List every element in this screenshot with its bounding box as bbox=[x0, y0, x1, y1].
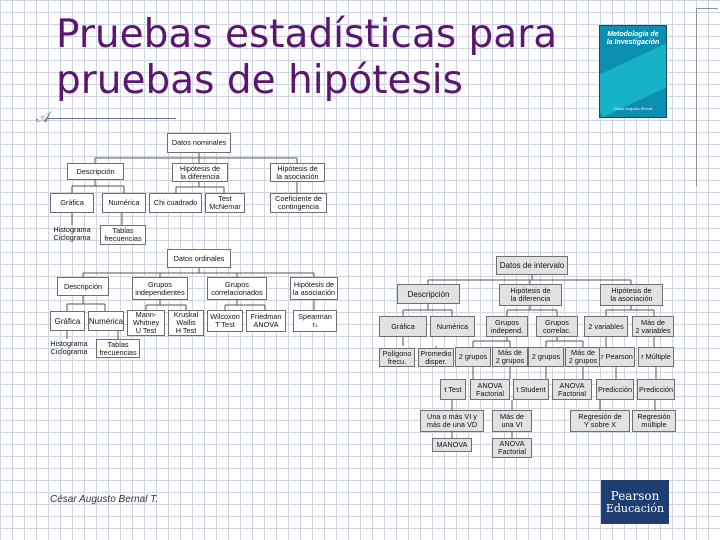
logo-line-2: Educación bbox=[605, 501, 665, 515]
node-vi-vd: Una o más VI y más de una VD bbox=[420, 410, 484, 432]
node-dos-grupos-b: 2 grupos bbox=[528, 347, 564, 367]
node-anova-factorial-c: ANOVA Factorial bbox=[492, 438, 532, 458]
node-friedman-anova: Friedman ANOVA bbox=[246, 310, 286, 332]
node-hipotesis-diferencia: Hipótesis de la diferencia bbox=[172, 163, 228, 182]
node-chi-cuadrado: Chi cuadrado bbox=[149, 193, 202, 213]
node-mas-grupos-b: Más de 2 grupos bbox=[565, 347, 601, 367]
title-line-2: pruebas de hipótesis bbox=[56, 58, 463, 103]
decorative-glyph: 𝒜 bbox=[36, 108, 51, 126]
node-descripcion: Descripción bbox=[67, 163, 124, 180]
node-mas-de-una-vi: Más de una VI bbox=[492, 410, 532, 432]
node-hipotesis-asociacion-ordinal: Hipótesis de la asociación bbox=[290, 277, 338, 300]
node-prediccion-a: Predicción bbox=[596, 379, 634, 400]
node-grafica-intervalo: Gráfica bbox=[379, 316, 427, 337]
node-descripcion-intervalo: Descripción bbox=[397, 284, 460, 304]
node-t-test: t Test bbox=[440, 379, 466, 400]
node-tablas-ordinal: Tablas frecuencias bbox=[96, 339, 140, 358]
node-anova-factorial-a: ANOVA Factorial bbox=[470, 379, 510, 400]
node-manova: MANOVA bbox=[432, 438, 472, 452]
right-border-tick bbox=[696, 8, 718, 9]
node-hipotesis-asociacion-intervalo: Hipótesis de la asociación bbox=[600, 284, 663, 306]
node-grupos-correlacionados: Grupos correlacionados bbox=[207, 277, 267, 300]
node-histograma-ordinal: Histograma Ciclograma bbox=[50, 339, 88, 356]
node-datos-intervalo: Datos de intervalo bbox=[496, 256, 568, 275]
node-grupos-indep-intervalo: Grupos independ. bbox=[486, 316, 528, 337]
node-kruskal-wallis: Kruskal Wallis H Test bbox=[168, 310, 204, 336]
book-author: César Augusto Bernal bbox=[613, 106, 653, 111]
node-datos-ordinales: Datos ordinales bbox=[167, 249, 231, 268]
node-numerica: Numérica bbox=[102, 193, 146, 213]
node-datos-nominales: Datos nominales bbox=[167, 133, 231, 153]
node-regresion-y-sobre-x: Regresión de Y sobre X bbox=[570, 410, 630, 432]
node-descripcion-ordinal: Descripción bbox=[57, 277, 109, 296]
node-promedio-dispersion: Promedio disper. bbox=[418, 348, 454, 367]
node-regresion-multiple: Regresión múltiple bbox=[632, 410, 676, 432]
logo-line-1: Pearson bbox=[610, 488, 660, 503]
book-title: Metodología de la Investigación bbox=[606, 31, 660, 46]
node-hipotesis-asociacion: Hipótesis de la asociación bbox=[270, 163, 325, 182]
book-cover-image: Metodología de la Investigación César Au… bbox=[599, 25, 667, 118]
node-dos-grupos-a: 2 grupos bbox=[455, 347, 491, 367]
node-dos-variables: 2 variables bbox=[584, 316, 628, 337]
node-spearman: Spearman rₛ bbox=[293, 310, 337, 332]
node-numerica-ordinal: Numérica bbox=[88, 311, 124, 331]
node-grupos-correlac-intervalo: Grupos correlac. bbox=[536, 316, 578, 337]
node-coeficiente-contingencia: Coeficiente de contingencia bbox=[270, 193, 327, 213]
node-r-pearson: r Pearson bbox=[599, 347, 635, 367]
node-mas-grupos-a: Más de 2 grupos bbox=[492, 347, 528, 367]
node-grafica-ordinal: Gráfica bbox=[50, 311, 85, 331]
node-mann-whitney: Mann- Whitney U Test bbox=[127, 310, 165, 336]
node-wilcoxon: Wilcoxon T Test bbox=[207, 310, 243, 332]
node-r-multiple: r Múltiple bbox=[638, 347, 674, 367]
pearson-logo: Pearson Educación bbox=[601, 480, 669, 524]
node-tablas-frecuencias: Tablas frecuencias bbox=[100, 225, 146, 245]
slide-title: Pruebas estadísticas para pruebas de hip… bbox=[56, 12, 576, 104]
node-numerica-intervalo: Numérica bbox=[430, 316, 475, 337]
node-histograma: Histograma Ciclograma bbox=[53, 225, 91, 242]
node-test-mcnemar: Test McNemar bbox=[205, 193, 245, 213]
node-mas-de-dos-variables: Más de 2 variables bbox=[632, 316, 674, 337]
node-anova-factorial-b: ANOVA Factorial bbox=[552, 379, 592, 400]
node-poligono-frecuencias: Polígono frecu. bbox=[379, 348, 415, 367]
node-prediccion-b: Predicción bbox=[637, 379, 675, 400]
node-grupos-independientes: Grupos independientes bbox=[132, 277, 188, 300]
node-t-student: t Student bbox=[513, 379, 549, 400]
title-line-1: Pruebas estadísticas para bbox=[56, 12, 558, 57]
node-hipotesis-diferencia-intervalo: Hipótesis de la diferencia bbox=[499, 284, 562, 306]
right-border-line bbox=[696, 8, 697, 186]
node-grafica: Gráfica bbox=[50, 193, 94, 213]
author-credit: César Augusto Bernal T. bbox=[50, 494, 159, 505]
title-underline bbox=[48, 118, 176, 119]
